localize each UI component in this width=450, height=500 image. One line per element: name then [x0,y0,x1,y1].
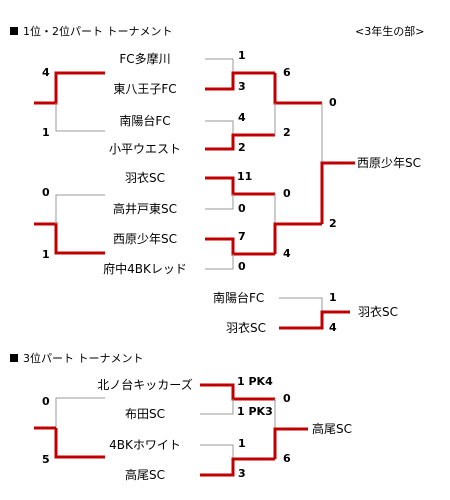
win-line [279,310,350,330]
section2-heading: 3位パート トーナメント [10,352,144,366]
team-name: 府中4BKレッド [103,262,187,276]
score: 0 [42,186,50,199]
section2-title: 3位パート トーナメント [23,352,144,365]
win-line [205,71,275,91]
win-line [54,428,105,459]
team-name: 布田SC [125,407,165,421]
win-line [273,222,322,254]
lose-line [55,194,105,224]
team-name: 高尾SC [125,468,165,482]
win-line [205,237,275,256]
win-line [34,71,105,105]
score: 2 [329,217,337,230]
score: 6 [283,66,291,79]
score: 5 [42,453,50,466]
score: 4 [329,321,337,334]
score: 1 [329,291,337,304]
team-name: 小平ウエスト [108,142,181,156]
win-line [205,133,275,151]
lose-line [205,194,234,210]
score: 2 [238,141,246,154]
lose-line [200,399,234,415]
score: 1 [238,437,246,450]
section1-title: 1位・2位パート トーナメント [23,25,173,38]
lose-line [279,297,323,312]
win-line [200,383,275,401]
team-name: 南陽台FC [119,114,171,128]
square-bullet-icon [10,27,18,35]
score: 0 [238,202,246,215]
lose-line [55,103,105,132]
square-bullet-icon [10,354,18,362]
team-name: 南陽台FC [213,291,265,305]
team-name: 4BKホワイト [109,438,181,452]
score: 3 [238,80,246,93]
team-name: FC多摩川 [119,52,171,66]
score: 4 [283,247,291,260]
score: 1 PK3 [237,405,273,418]
score: 2 [283,126,291,139]
score: 0 [283,392,291,405]
grade-note: <3年生の部> [355,25,425,38]
score: 3 [238,467,246,480]
team-name: 北ノ台キッカーズ [97,378,193,392]
score: 7 [238,230,246,243]
bracket-group-b-left [34,194,105,255]
score: 1 [42,126,50,139]
team-name: 西原少年SC [113,232,177,246]
score: 0 [329,96,337,109]
team-name: 羽衣SC [226,321,266,335]
score: 1 [238,49,246,62]
lose-line [200,444,234,459]
champion-name: 高尾SC [312,422,352,436]
score: 1 PK4 [237,375,273,388]
score: 6 [283,452,291,465]
score: 4 [42,66,50,79]
bracket-group-a-left [34,71,105,132]
score: 4 [238,111,246,124]
score: 0 [283,187,291,200]
lose-line [205,58,234,73]
match-winner-name: 羽衣SC [358,305,398,319]
section1-heading: 1位・2位パート トーナメント [10,25,173,39]
score: 0 [238,260,246,273]
lose-line [205,120,234,135]
score: 0 [42,395,50,408]
win-line [205,176,275,196]
win-line [200,457,275,477]
team-name: 高井戸東SC [113,202,177,216]
win-line [273,427,308,459]
team-name: 東八王子FC [113,82,177,96]
team-name: 羽衣SC [125,171,165,185]
win-line [34,222,105,255]
score: 1 [42,248,50,261]
score: 11 [237,170,253,183]
win-line [320,161,355,224]
lose-line [205,254,234,270]
champion-name: 西原少年SC [357,156,421,170]
